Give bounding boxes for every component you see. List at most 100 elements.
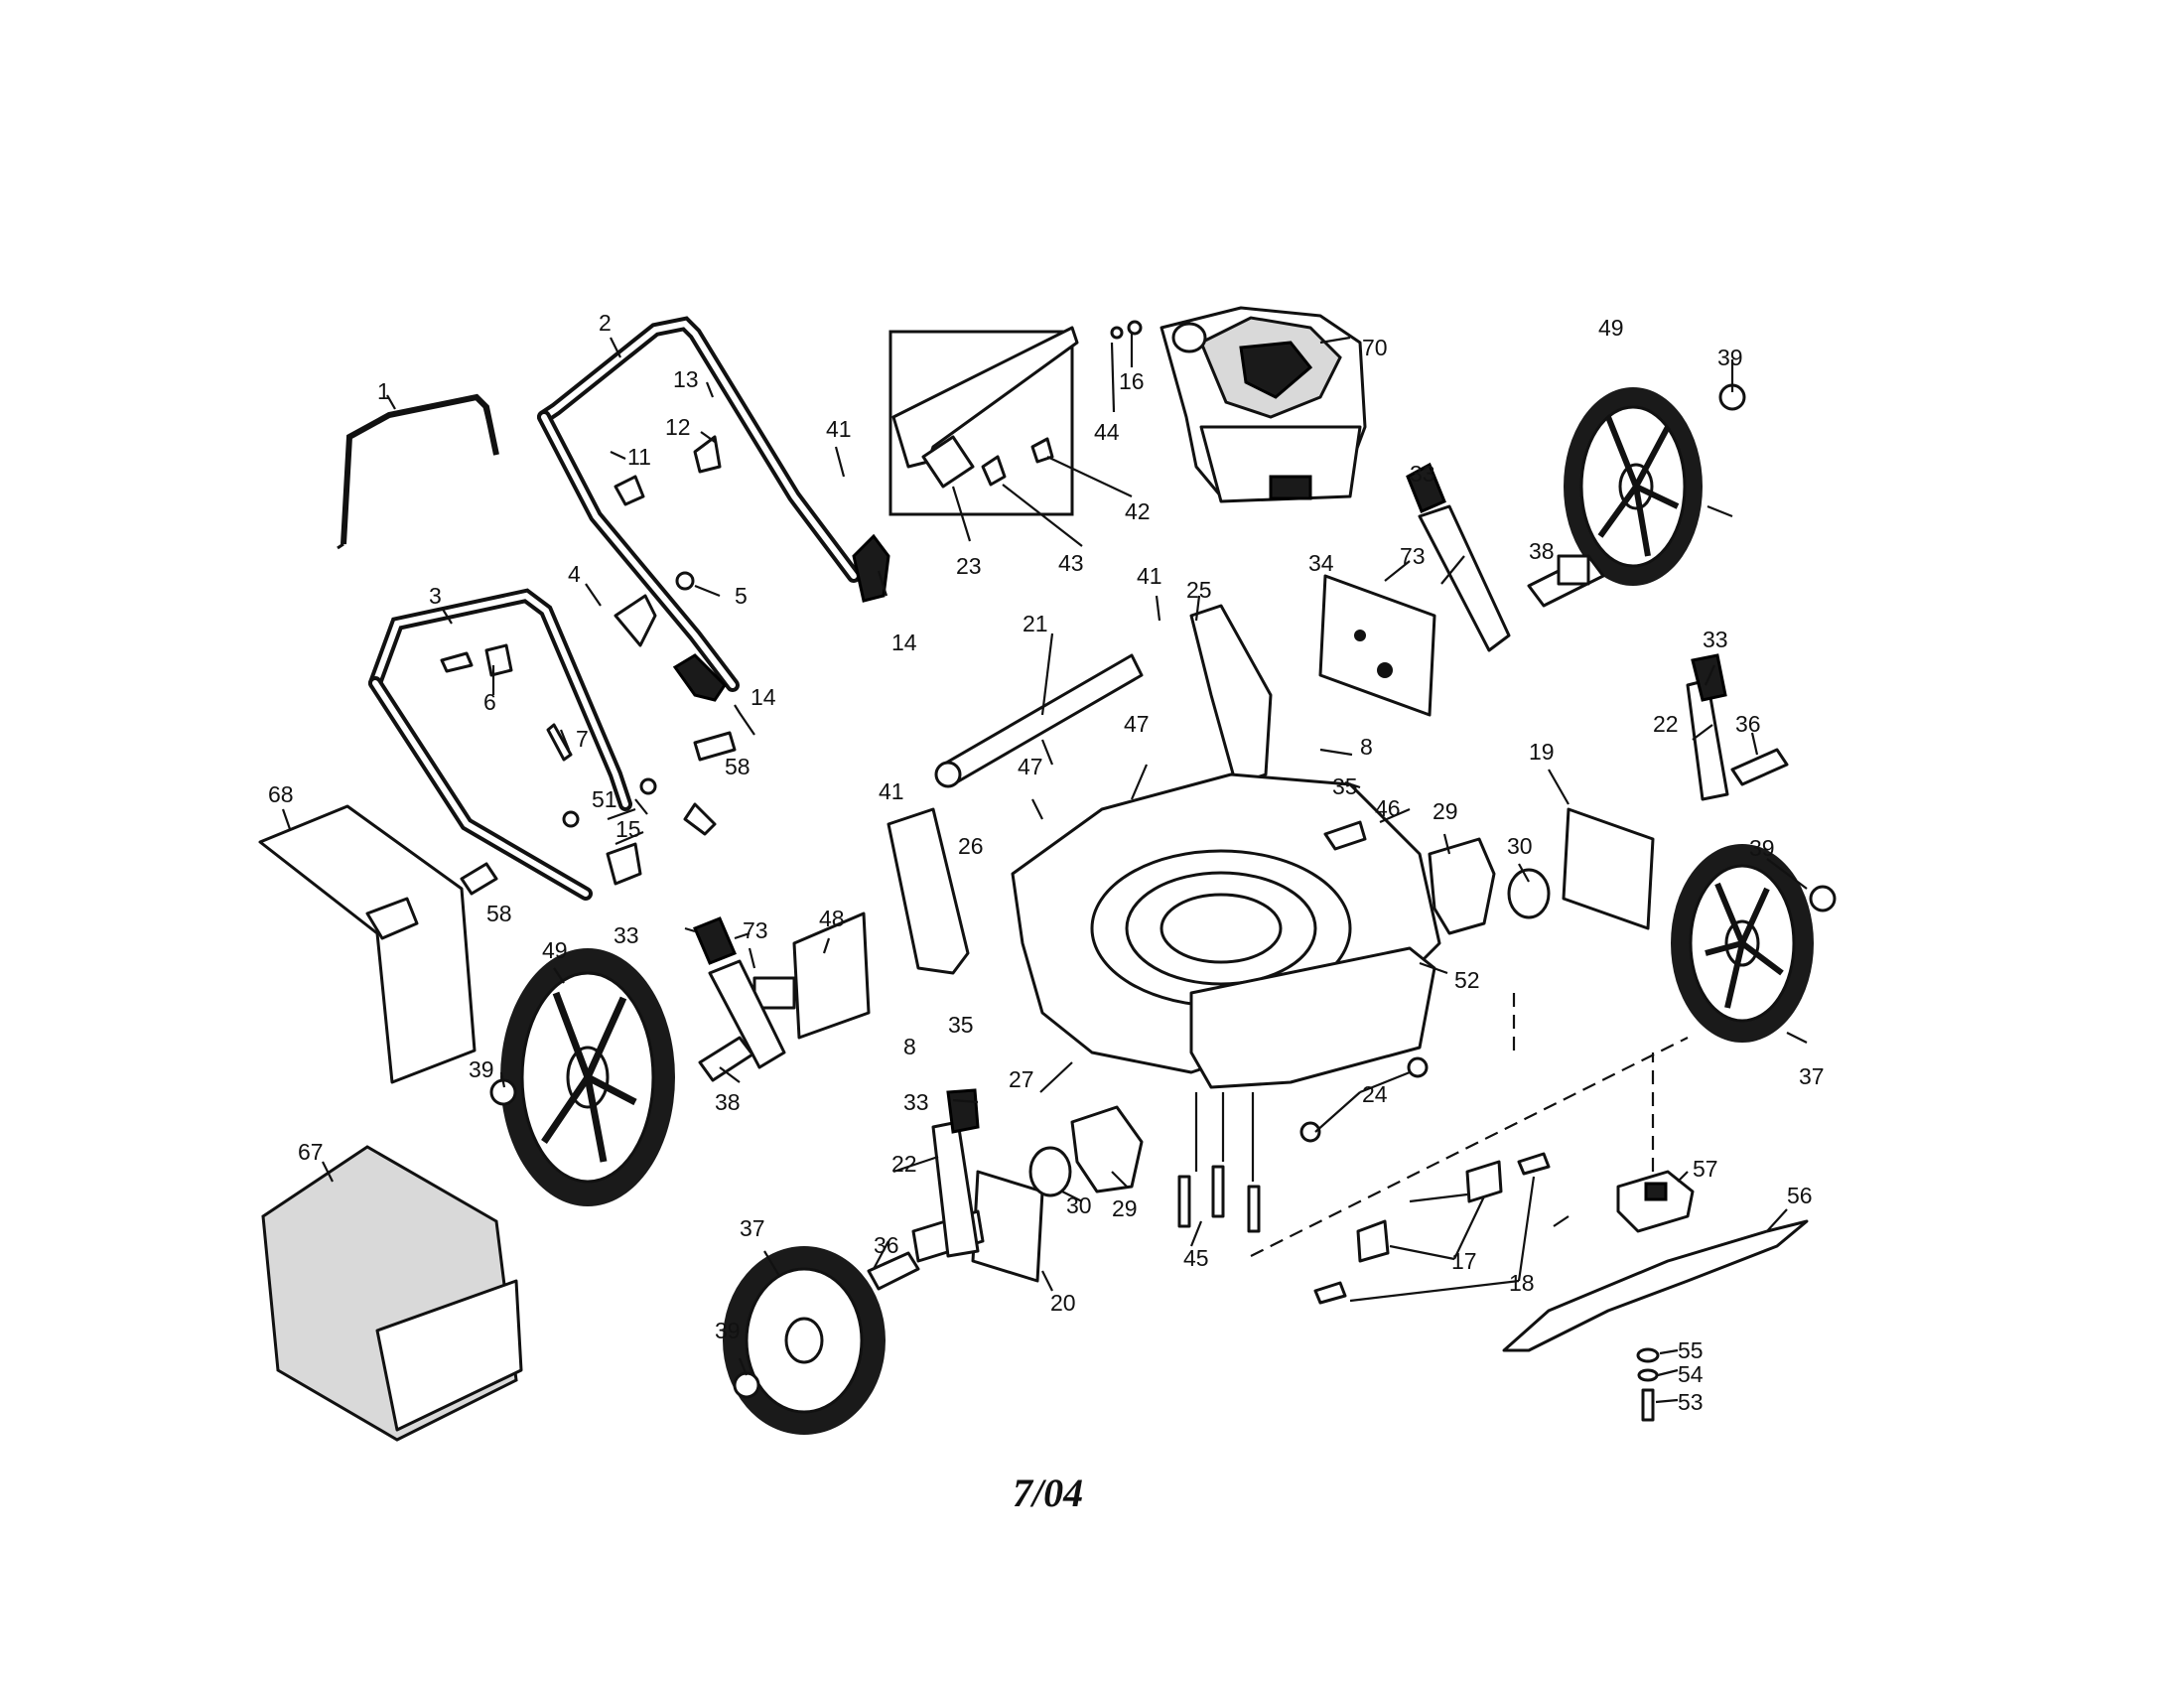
callout-14a: 14	[891, 630, 917, 655]
callout-46: 46	[1375, 795, 1401, 821]
callout-67: 67	[298, 1139, 324, 1165]
callout-16: 16	[1119, 368, 1145, 394]
callout-14b: 14	[751, 684, 776, 710]
callout-33b: 33	[1703, 627, 1728, 652]
front-right-wheel-part-37	[1671, 844, 1814, 1043]
callout-22b: 22	[891, 1151, 917, 1177]
callout-11: 11	[627, 444, 651, 470]
revision-date: 7/04	[1013, 1471, 1084, 1515]
callout-8b: 8	[903, 1034, 916, 1059]
rear-bracket-part-25	[1189, 604, 1273, 786]
leader-lines	[281, 333, 1808, 1404]
callout-24: 24	[1362, 1081, 1388, 1107]
callout-13: 13	[673, 366, 699, 392]
callout-30a: 30	[1507, 833, 1533, 859]
callout-39b: 39	[1749, 835, 1775, 861]
callout-25: 25	[1186, 577, 1212, 603]
spacer-part-30	[1507, 868, 1551, 919]
callout-49a: 49	[1598, 315, 1624, 341]
callout-73b: 73	[743, 917, 768, 943]
front-right-plate-part-19	[1562, 807, 1655, 930]
callout-labels: 1 2 3 4 5 6 7 8 8 11 12 13 14 14 15 16 1…	[268, 310, 1825, 1415]
callout-47a: 47	[1124, 711, 1150, 737]
handle-knob-part-14	[672, 533, 890, 702]
callout-42: 42	[1125, 498, 1151, 524]
callout-35b: 35	[948, 1012, 974, 1038]
blade-washers-parts-53-55	[1636, 1347, 1660, 1422]
front-right-cover-part-29	[1428, 837, 1496, 935]
callout-39a: 39	[1717, 345, 1743, 370]
front-right-bolt-part-36	[1730, 748, 1789, 786]
callout-37b: 37	[740, 1215, 765, 1241]
callout-55: 55	[1678, 1337, 1704, 1363]
callout-73a: 73	[1400, 543, 1426, 569]
callout-33a: 33	[1410, 461, 1435, 487]
callout-4: 4	[568, 561, 581, 587]
callout-35a: 35	[1332, 773, 1358, 799]
front-left-spacer-part-30	[1028, 1146, 1072, 1197]
rear-right-wheel-part-49	[1564, 387, 1703, 586]
callout-41b: 41	[1137, 563, 1162, 589]
left-rear-bracket-part-26	[887, 807, 970, 975]
control-bar-part-1	[337, 393, 499, 550]
callout-6: 6	[483, 689, 496, 715]
callout-12: 12	[665, 414, 691, 440]
callout-8a: 8	[1360, 734, 1373, 760]
rear-left-lever-part-73	[693, 916, 786, 1069]
callout-23: 23	[956, 553, 982, 579]
callout-33c: 33	[614, 922, 639, 948]
callout-36a: 36	[1735, 711, 1761, 737]
callout-54: 54	[1678, 1361, 1704, 1387]
lower-handle-part-3	[368, 588, 632, 901]
callout-68: 68	[268, 781, 294, 807]
callout-15: 15	[615, 816, 641, 842]
callout-5: 5	[735, 583, 748, 609]
baffle-brackets-parts-17-18	[1313, 1152, 1551, 1305]
rear-left-wheel-part-49	[500, 948, 675, 1206]
callout-39d: 39	[715, 1318, 741, 1343]
callout-20: 20	[1050, 1290, 1076, 1316]
callout-47b: 47	[1018, 754, 1043, 779]
callout-52: 52	[1454, 967, 1480, 993]
callout-70: 70	[1362, 335, 1388, 360]
callout-53: 53	[1678, 1389, 1704, 1415]
callout-3: 3	[429, 583, 442, 609]
callout-48: 48	[819, 906, 845, 931]
rear-left-bolt-part-38	[698, 1036, 754, 1082]
grass-bag-part-67	[261, 1145, 523, 1442]
front-left-wheel-part-37	[723, 1246, 886, 1435]
callout-41c: 41	[879, 778, 904, 804]
callout-56: 56	[1787, 1183, 1813, 1208]
callout-19: 19	[1529, 739, 1555, 765]
front-left-bolt-part-36	[867, 1251, 920, 1291]
callout-49b: 49	[542, 937, 568, 963]
callout-33d: 33	[903, 1089, 929, 1115]
callout-2: 2	[599, 310, 612, 336]
callout-1: 1	[377, 378, 390, 404]
deck-bolts-part-45	[1177, 1092, 1261, 1233]
bag-frame-part-68	[258, 804, 477, 1084]
callout-29a: 29	[1433, 798, 1458, 824]
blade-part-56	[1502, 1219, 1809, 1352]
rear-axle-rod-part-21	[934, 653, 1144, 788]
cable-detail-box	[888, 326, 1079, 516]
callout-41a: 41	[826, 416, 852, 442]
callout-26: 26	[958, 833, 984, 859]
callout-51: 51	[592, 786, 617, 812]
callout-22a: 22	[1653, 711, 1679, 737]
callout-57: 57	[1693, 1156, 1718, 1182]
rear-right-plate-part-34	[1318, 574, 1436, 717]
callout-58a: 58	[725, 754, 751, 779]
callout-29b: 29	[1112, 1195, 1138, 1221]
callout-21: 21	[1023, 611, 1048, 636]
callout-44: 44	[1094, 419, 1120, 445]
axle-bolt-part-38	[1527, 554, 1605, 608]
callout-58b: 58	[486, 901, 512, 926]
blade-adapter-part-57	[1616, 1170, 1695, 1233]
rear-left-plate-part-48	[752, 912, 871, 1040]
callout-17: 17	[1451, 1248, 1477, 1274]
front-left-cover-part-29	[1070, 1105, 1144, 1193]
callout-7: 7	[576, 726, 589, 752]
callout-43: 43	[1058, 550, 1084, 576]
